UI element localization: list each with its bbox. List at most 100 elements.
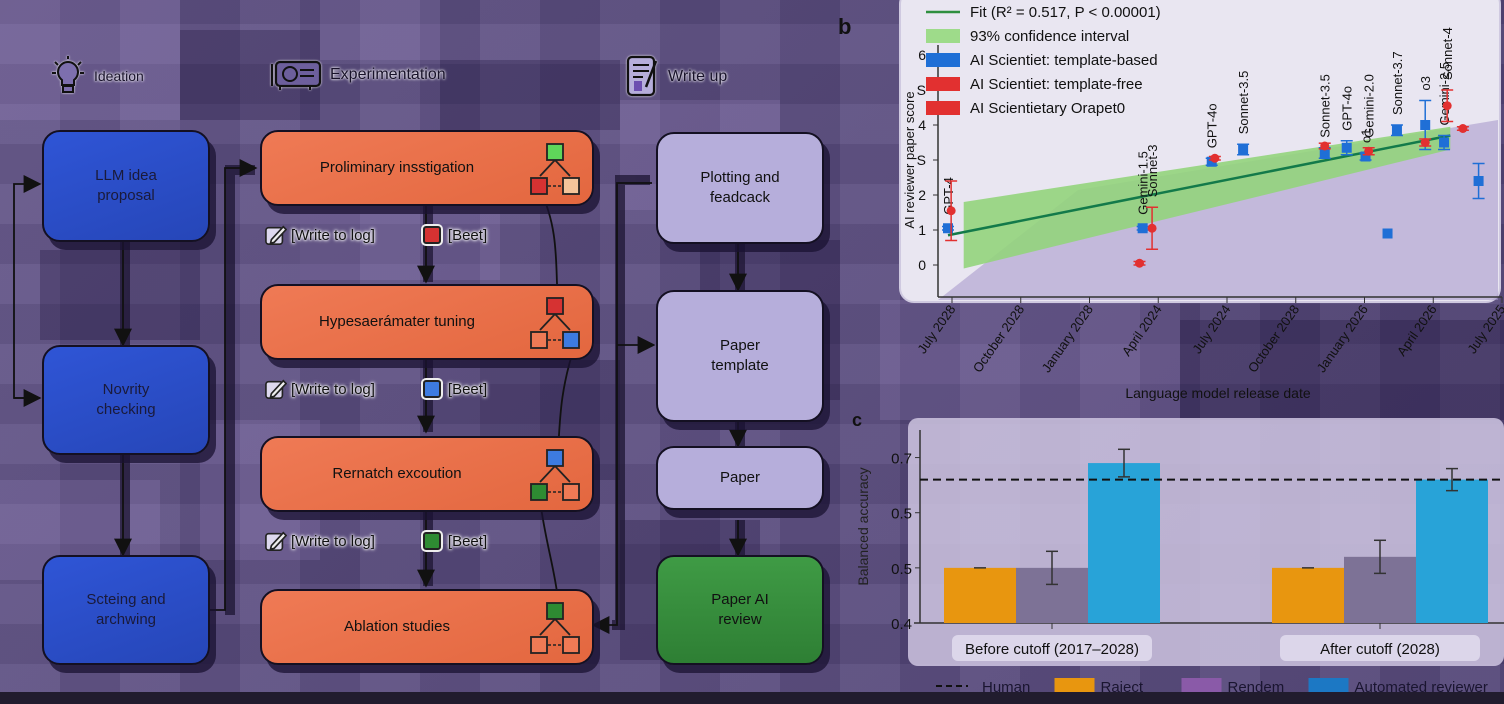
legend-label: AI Scientietary Orapet0 bbox=[970, 100, 1125, 117]
tree-edge bbox=[539, 313, 571, 331]
model-label: Sonnet-3.5 bbox=[1236, 71, 1251, 135]
y-tick-label: 4 bbox=[918, 117, 926, 133]
model-label: GPT-4o bbox=[1340, 86, 1355, 131]
model-label: GPT-4 bbox=[941, 177, 956, 215]
box-ablation-studies[interactable]: Ablation studies bbox=[260, 589, 594, 665]
model-label: Gemini-1.5 bbox=[1136, 151, 1151, 215]
box-label: Rernatch excoution bbox=[332, 465, 462, 482]
data-point bbox=[1442, 101, 1452, 111]
tree-node-top bbox=[546, 602, 564, 620]
y-tick-label: 1 bbox=[918, 222, 926, 238]
x-tick-label: Before cutoff (2017–2028) bbox=[965, 641, 1139, 658]
box-plotting-feedback[interactable]: Plotting and feadcack bbox=[656, 132, 824, 244]
tree-node-icon bbox=[530, 449, 580, 501]
x-tick-label: After cutoff (2028) bbox=[1320, 641, 1440, 658]
model-label: Sonnet-3 bbox=[1145, 144, 1160, 197]
x-tick-label: January 2028 bbox=[1038, 302, 1095, 375]
tree-node-right bbox=[562, 636, 580, 654]
legend-label: Automated reviewer bbox=[1355, 679, 1488, 696]
model-label: Sonnet-3.7 bbox=[1390, 51, 1405, 115]
data-point bbox=[1135, 258, 1145, 268]
tree-node-top bbox=[546, 297, 564, 315]
phase-label: Write up bbox=[668, 68, 728, 85]
box-paper[interactable]: Paper bbox=[656, 446, 824, 510]
data-point bbox=[1238, 144, 1249, 155]
y-tick-label: 0.4 bbox=[891, 616, 912, 633]
data-point bbox=[1458, 124, 1468, 133]
legend-swatch bbox=[926, 101, 960, 115]
legend-swatch bbox=[926, 53, 960, 67]
tree-edge bbox=[539, 618, 571, 636]
x-tick-label: July 2024 bbox=[1189, 302, 1233, 356]
tree-node-left bbox=[530, 636, 548, 654]
best-marker bbox=[422, 532, 441, 550]
x-tick-label: April 2026 bbox=[1394, 302, 1440, 359]
x-tick-label-bg bbox=[1280, 635, 1480, 661]
phase-label: Ideation bbox=[94, 68, 144, 84]
x-tick-label: April 2024 bbox=[1119, 302, 1165, 359]
write-to-log-label: [Write to log] bbox=[291, 380, 375, 398]
data-point bbox=[943, 223, 953, 234]
box-paper-template[interactable]: Paper template bbox=[656, 290, 824, 422]
panel-letter-c: c bbox=[852, 410, 863, 430]
model-label: Sonnet-3.5 bbox=[1318, 74, 1333, 138]
box-llm-idea-proposal[interactable]: LLM idea proposal bbox=[42, 130, 210, 242]
legend-swatch bbox=[1181, 678, 1222, 694]
write-to-log-label: [Write to log] bbox=[291, 226, 375, 244]
data-point bbox=[946, 206, 956, 216]
data-point bbox=[1210, 153, 1220, 163]
document-pen-icon bbox=[626, 55, 658, 97]
tree-node-icon bbox=[530, 143, 580, 195]
write-to-log-label: [Write to log] bbox=[291, 532, 375, 550]
box-hyperparameter-tuning[interactable]: Hypesaerámater tuning bbox=[260, 284, 594, 360]
data-point bbox=[1341, 142, 1352, 153]
x-tick-label: January 2026 bbox=[1313, 302, 1370, 375]
data-point bbox=[1473, 176, 1484, 186]
tree-node-left bbox=[530, 483, 548, 501]
model-label: o1 bbox=[1359, 129, 1374, 143]
best-label: [Beet] bbox=[447, 532, 488, 550]
box-scoring-archiving[interactable]: Scteing and archwing bbox=[42, 555, 210, 665]
phase-write-up: Write up bbox=[626, 55, 727, 99]
phase-label: Experimentation bbox=[330, 66, 446, 83]
data-point bbox=[1206, 156, 1217, 167]
data-point bbox=[1420, 138, 1430, 147]
legend-swatch bbox=[926, 29, 960, 43]
data-point bbox=[1147, 223, 1157, 233]
best-marker bbox=[422, 226, 441, 244]
gpu-card-icon bbox=[271, 60, 322, 90]
bar bbox=[1088, 463, 1160, 623]
model-label: Gemini-2.0 bbox=[1362, 74, 1377, 138]
box-label: Paper bbox=[719, 469, 761, 486]
box-preliminary-investigation[interactable]: Proliminary insstigation bbox=[260, 130, 594, 206]
bar bbox=[944, 567, 1016, 623]
confidence-band bbox=[963, 126, 1451, 269]
legend-label: Human bbox=[982, 679, 1030, 696]
box-label: Hypesaerámater tuning bbox=[319, 313, 475, 330]
data-point bbox=[1319, 148, 1330, 158]
data-point bbox=[1420, 120, 1431, 130]
model-label: Sonnet-4 bbox=[1440, 27, 1455, 80]
tree-node-left bbox=[530, 177, 548, 195]
box-novelty-checking[interactable]: Novrity checking bbox=[42, 345, 210, 455]
data-point bbox=[1360, 151, 1371, 162]
box-research-execution[interactable]: Rernatch excoution bbox=[260, 436, 594, 512]
x-tick-label-bg bbox=[952, 635, 1152, 661]
x-tick-label: October 2028 bbox=[970, 302, 1027, 375]
legend-label: Fit (R² = 0.517, P < 0.00001) bbox=[970, 4, 1161, 21]
y-tick-label: 0.5 bbox=[891, 561, 912, 578]
legend-label: Raject bbox=[1101, 679, 1144, 696]
y-tick-label: 6 bbox=[918, 47, 926, 63]
tree-edge bbox=[539, 159, 571, 177]
box-label: Plotting and feadcack bbox=[700, 169, 780, 206]
box-label: Paper AI review bbox=[711, 591, 769, 628]
box-label: Novrity checking bbox=[96, 381, 156, 418]
best-marker bbox=[422, 380, 441, 398]
x-axis-label: Language model release date bbox=[1125, 385, 1310, 401]
tree-node-left bbox=[530, 331, 548, 349]
legend-label: AI Scientiet: template-based bbox=[970, 52, 1158, 69]
box-label: Paper template bbox=[711, 337, 769, 374]
box-paper-ai-review[interactable]: Paper AI review bbox=[656, 555, 824, 665]
